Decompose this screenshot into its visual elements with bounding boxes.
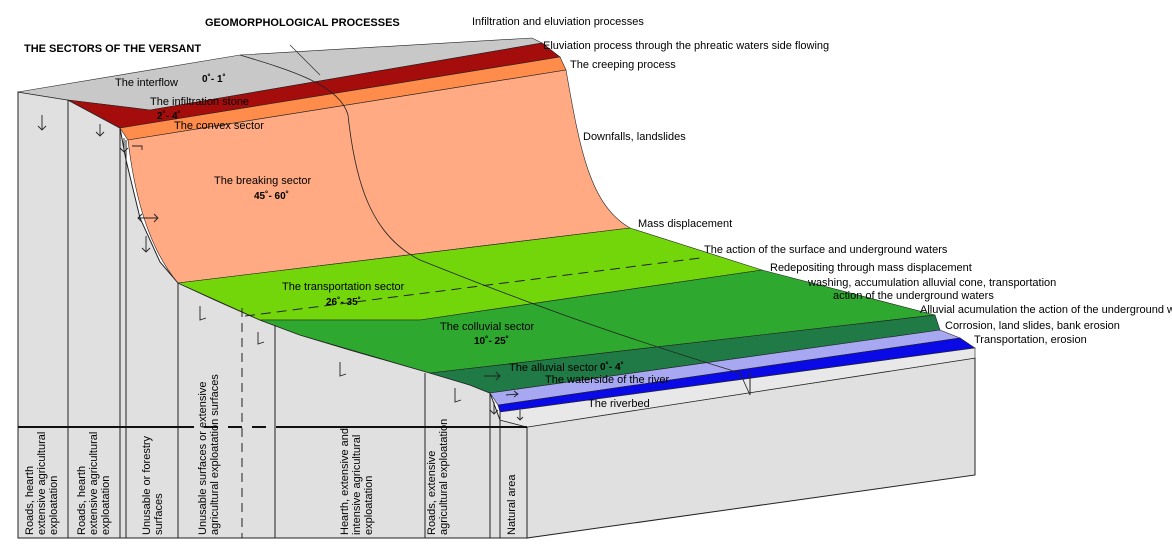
arrow-8 — [257, 332, 265, 345]
interflow-divider — [289, 44, 321, 76]
arrow-4 — [132, 145, 143, 150]
arrow-6 — [141, 236, 151, 253]
land-use-label: Hearth, extensive andintensive agricultu… — [339, 428, 375, 535]
flow-arrows — [37, 115, 524, 421]
transport-dashed-line — [244, 257, 701, 317]
land-use-line: exploatation — [48, 476, 60, 535]
land-use-line: agricultural exploatation — [438, 419, 450, 535]
land-use-line: extensive agricultural — [88, 432, 100, 535]
process-label: Mass displacement — [638, 218, 732, 230]
land-use-line: extensive agricultural — [36, 432, 48, 535]
land-use-label: Roads, extensiveagricultural exploatatio… — [426, 419, 450, 535]
slope-divider-line — [239, 54, 751, 396]
infiltration-angle: 2˚- 4˚ — [157, 110, 181, 122]
land-use-label: Roads, hearthextensive agriculturalexplo… — [76, 432, 112, 535]
alluvial-label: The alluvial sector — [509, 362, 598, 374]
process-label: washing, accumulation alluvial cone, tra… — [807, 277, 1056, 289]
process-label: Eluviation process through the phreatic … — [543, 40, 829, 52]
arrow-3 — [119, 138, 129, 153]
colluvial-angle: 10˚- 25˚ — [474, 335, 509, 347]
arrow-11 — [484, 371, 501, 381]
process-label: Downfalls, landslides — [583, 131, 686, 143]
land-use-line: Roads, extensive — [426, 451, 438, 535]
sectors-title: THE SECTORS OF THE VERSANT — [24, 43, 201, 55]
riverbed-label: The riverbed — [588, 398, 650, 410]
land-use-line: exploatation — [363, 476, 375, 535]
process-label: Corrosion, land slides, bank erosion — [945, 320, 1120, 332]
arrow-5 — [137, 213, 159, 223]
land-use-line: agricultural exploatation surfaces — [209, 374, 221, 535]
infiltration-label: The infiltration stone — [150, 96, 249, 108]
arrow-1 — [37, 115, 47, 131]
convex-label: The convex sector — [174, 120, 264, 132]
interflow-band — [67, 42, 561, 129]
land-use-label: Roads, hearthextensive agriculturalexplo… — [24, 432, 60, 535]
interflow-angle: 0˚- 1˚ — [202, 73, 226, 85]
land-use-line: Hearth, extensive and — [339, 428, 351, 535]
process-label: Redepositing through mass displacement — [770, 262, 972, 274]
land-use-labels: Roads, hearthextensive agriculturalexplo… — [24, 374, 518, 535]
arrow-14 — [516, 410, 524, 421]
arrow-7 — [199, 306, 207, 321]
land-use-line: Roads, hearth — [76, 466, 88, 535]
land-use-line: Unusable or forestry — [141, 435, 153, 535]
transportation-label: The transportation sector — [282, 281, 405, 293]
process-label: The creeping process — [570, 59, 676, 71]
process-labels: Infiltration and eluviation processes El… — [472, 16, 1172, 346]
breaking-label: The breaking sector — [214, 175, 312, 187]
land-use-label: Natural area — [506, 474, 518, 535]
land-use-line: Natural area — [506, 474, 518, 535]
arrow-2 — [95, 124, 105, 137]
land-use-line: intensive agricultural — [351, 435, 363, 535]
land-use-line: Unusable surfaces or extensive — [197, 382, 209, 535]
land-use-label: Unusable or forestrysurfaces — [141, 435, 165, 535]
waterside-label: The waterside of the river — [545, 374, 669, 386]
arrow-13 — [505, 390, 519, 398]
colluvial-label: The colluvial sector — [440, 321, 534, 333]
process-label: The action of the surface and undergroun… — [704, 244, 948, 256]
processes-title: GEOMORPHOLOGICAL PROCESSES — [205, 17, 400, 29]
process-label: Infiltration and eluviation processes — [472, 16, 644, 28]
arrow-10 — [454, 388, 462, 403]
arrow-12 — [489, 402, 499, 415]
land-use-label: Unusable surfaces or extensiveagricultur… — [197, 374, 221, 535]
process-label: Alluvial acumulation the action of the u… — [920, 304, 1172, 316]
land-use-line: exploatation — [100, 476, 112, 535]
land-use-line: Roads, hearth — [24, 466, 36, 535]
land-use-line: surfaces — [153, 493, 165, 535]
process-label: Transportation, erosion — [974, 334, 1087, 346]
breaking-angle: 45˚- 60˚ — [254, 190, 289, 202]
interflow-label: The interflow — [115, 77, 178, 89]
process-label: action of the underground waters — [833, 290, 994, 302]
alluvial-angle: 0˚- 4˚ — [600, 361, 624, 373]
transportation-angle: 26˚- 35˚ — [326, 296, 361, 308]
arrow-9 — [339, 362, 347, 377]
